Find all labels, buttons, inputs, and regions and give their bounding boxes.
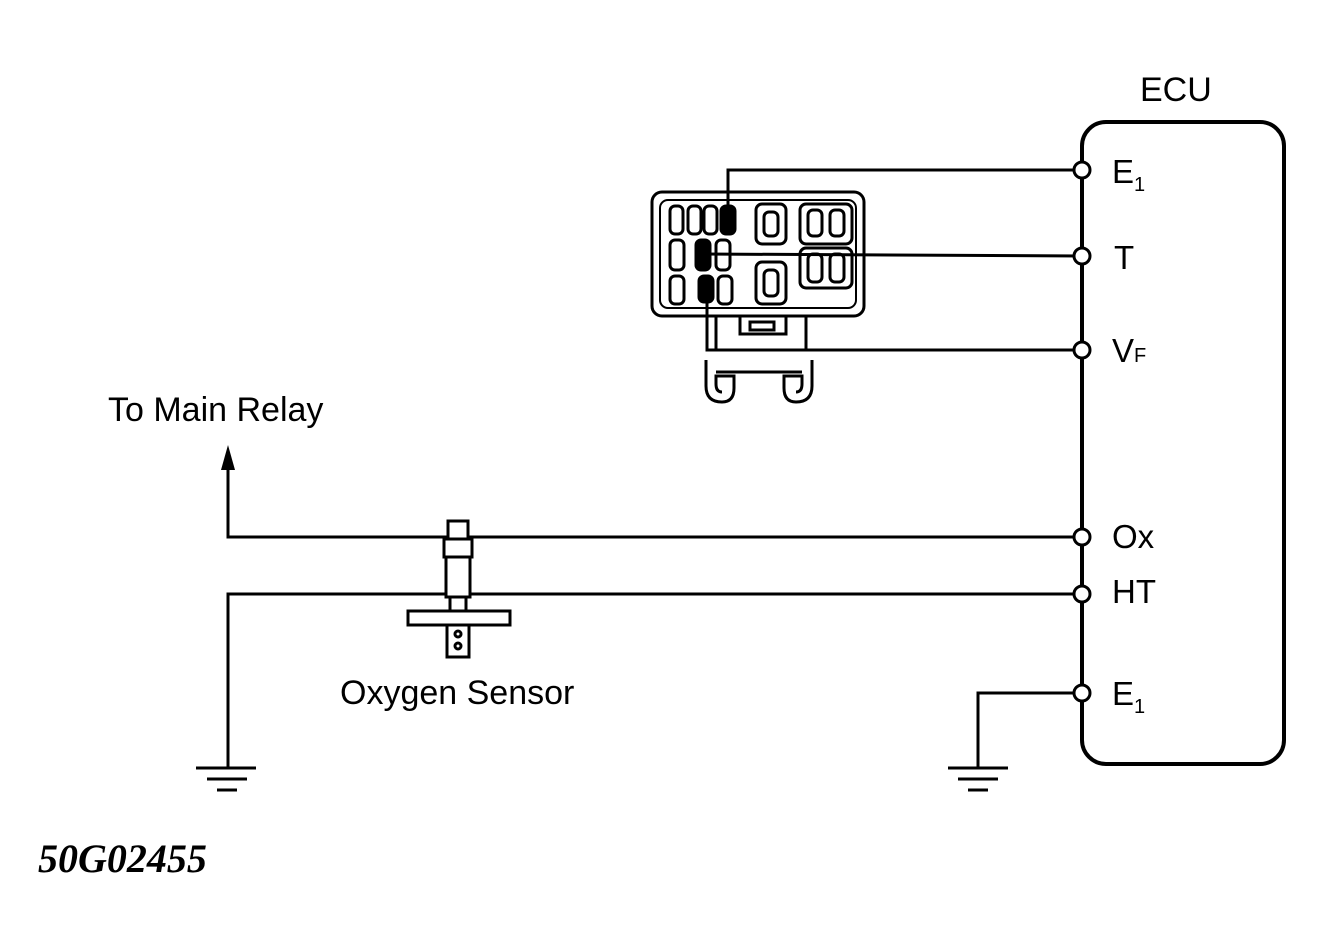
wire-vf <box>705 290 1082 352</box>
ecu-box <box>1080 120 1286 766</box>
ecu-terminals <box>1072 160 1092 703</box>
terminal-ht <box>1072 584 1092 604</box>
wire-ox <box>226 470 1082 539</box>
terminal-ox <box>1072 527 1092 547</box>
terminal-e1-top <box>1072 160 1092 180</box>
wire-ht <box>226 592 1082 768</box>
terminal-e1-bottom <box>1072 683 1092 703</box>
ground-icon <box>948 766 1008 792</box>
pin-label-e1-bottom: E1 <box>1112 675 1145 718</box>
pin-label-t: T <box>1114 239 1134 276</box>
oxygen-sensor-label: Oxygen Sensor <box>340 674 574 712</box>
terminal-vf <box>1072 340 1092 360</box>
ecu-title: ECU <box>1140 71 1212 109</box>
wire-t <box>702 252 1083 258</box>
pin-label-e1-top: E1 <box>1112 153 1145 196</box>
terminal-t <box>1072 246 1092 266</box>
arrow-up-icon <box>221 445 235 470</box>
pin-label-ox: Ox <box>1112 518 1155 555</box>
figure-code: 50G02455 <box>38 836 207 881</box>
pin-label-vf: VF <box>1112 332 1146 369</box>
wire-e1-ground <box>976 691 1082 768</box>
pin-label-ht: HT <box>1112 573 1156 610</box>
main-relay-label: To Main Relay <box>108 391 323 429</box>
oxygen-sensor-icon <box>406 519 512 659</box>
check-connector <box>650 190 866 404</box>
wire-e1-top <box>726 168 1082 210</box>
ground-icon <box>196 766 256 792</box>
